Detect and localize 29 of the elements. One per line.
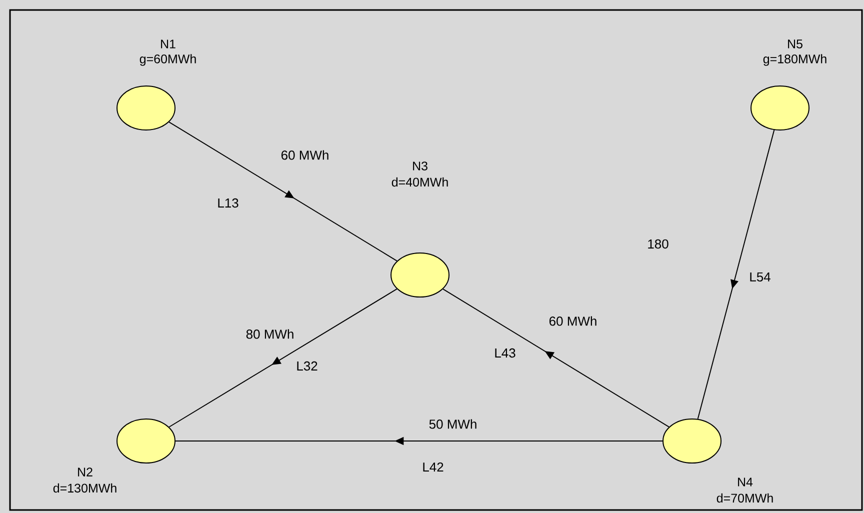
arrow — [442, 288, 670, 428]
edge-label: 60 MWh — [549, 316, 596, 326]
node-caption: d=40MWh — [392, 177, 448, 187]
node-ellipse — [750, 85, 810, 130]
node-caption: N3 — [413, 162, 428, 170]
node-caption: g=180MWh — [763, 54, 826, 66]
arrow — [168, 288, 398, 428]
node-caption: N2 — [78, 468, 92, 476]
line-name: L32 — [297, 361, 318, 371]
line-name: 180 — [648, 239, 668, 249]
node-caption: N1 — [161, 40, 176, 48]
node-ellipse — [116, 85, 176, 130]
line-name: L43 — [495, 348, 516, 358]
node-caption: d=130MWh — [53, 483, 116, 493]
node-caption: N4 — [738, 478, 753, 486]
node-caption: d=70MWh — [716, 493, 773, 503]
arrow — [697, 130, 775, 420]
node-caption: g=60MWh — [140, 54, 196, 66]
edge-label: 50 MWh — [429, 419, 476, 429]
node-ellipse — [390, 252, 450, 298]
edge-label: 80 MWh — [246, 329, 294, 339]
line-name: L54 — [750, 272, 770, 282]
node-ellipse — [662, 418, 722, 464]
line-name: L42 — [423, 462, 444, 472]
node-caption: N5 — [788, 40, 802, 48]
edge-label: 60 MWh — [281, 150, 328, 160]
arrow — [168, 122, 398, 262]
node-ellipse — [116, 418, 176, 464]
line-name: L13 — [218, 198, 238, 208]
